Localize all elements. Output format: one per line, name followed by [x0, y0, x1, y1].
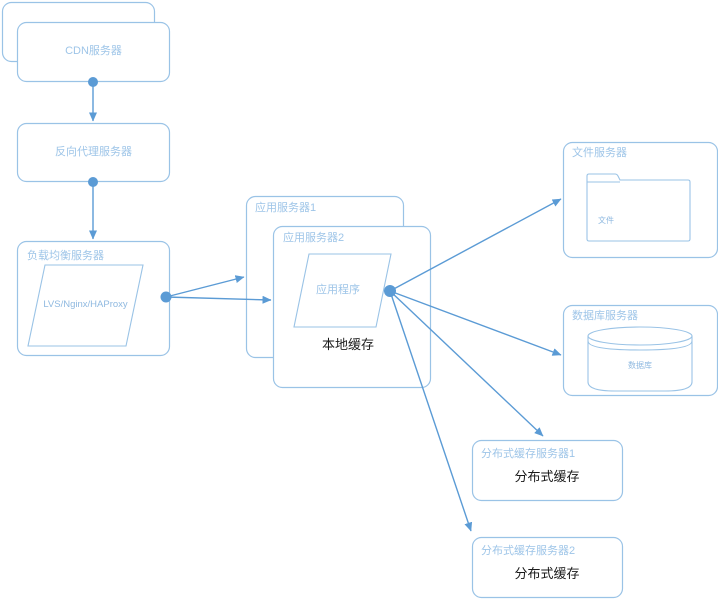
edge-app-to-database-server — [389, 290, 562, 356]
cache-server-1-label: 分布式缓存服务器1 — [481, 448, 576, 460]
database-cylinder-icon — [587, 326, 693, 392]
edge-app-to-file-server — [389, 198, 562, 292]
database-inner-label: 数据库 — [628, 361, 652, 370]
cdn-hub-dot — [88, 77, 98, 87]
edge-app-to-cache-server-2 — [389, 290, 473, 532]
reverse-proxy-server-label: 反向代理服务器 — [55, 146, 132, 158]
load-balancer-server-label: 负载均衡服务器 — [27, 250, 104, 262]
cache-server-2-inner-label: 分布式缓存 — [514, 566, 580, 581]
database-server-label: 数据库服务器 — [572, 310, 638, 322]
application-parallelogram — [293, 253, 392, 328]
cache-server-1-box[interactable] — [471, 439, 624, 502]
file-inner-label: 文件 — [598, 216, 614, 225]
folder-icon — [586, 173, 691, 242]
app-server-1-label: 应用服务器1 — [255, 202, 317, 214]
app-server-2-label: 应用服务器2 — [283, 232, 345, 244]
edge-lb-to-app-server-2 — [165, 295, 272, 304]
cache-server-1-inner-label: 分布式缓存 — [514, 469, 580, 484]
cache-server-2-label: 分布式缓存服务器2 — [481, 545, 576, 557]
cdn-server-label: CDN服务器 — [65, 45, 122, 57]
application-inner-label: 应用程序 — [316, 284, 360, 296]
local-cache-caption: 本地缓存 — [321, 337, 374, 352]
load-balancer-hub-dot — [160, 291, 172, 303]
load-balancer-parallelogram — [27, 264, 144, 347]
edge-lb-to-app-server-1 — [165, 275, 245, 298]
cache-server-2-box[interactable] — [471, 536, 624, 599]
connector-hub-dots — [88, 77, 396, 303]
app-server-hub-dot — [384, 285, 396, 297]
connector-lines — [89, 82, 562, 532]
load-balancer-inner-label: LVS/Nginx/HAProxy — [43, 299, 128, 310]
reverse-proxy-hub-dot — [88, 177, 98, 187]
edge-app-to-cache-server-1 — [389, 290, 544, 437]
file-server-label: 文件服务器 — [572, 147, 627, 159]
